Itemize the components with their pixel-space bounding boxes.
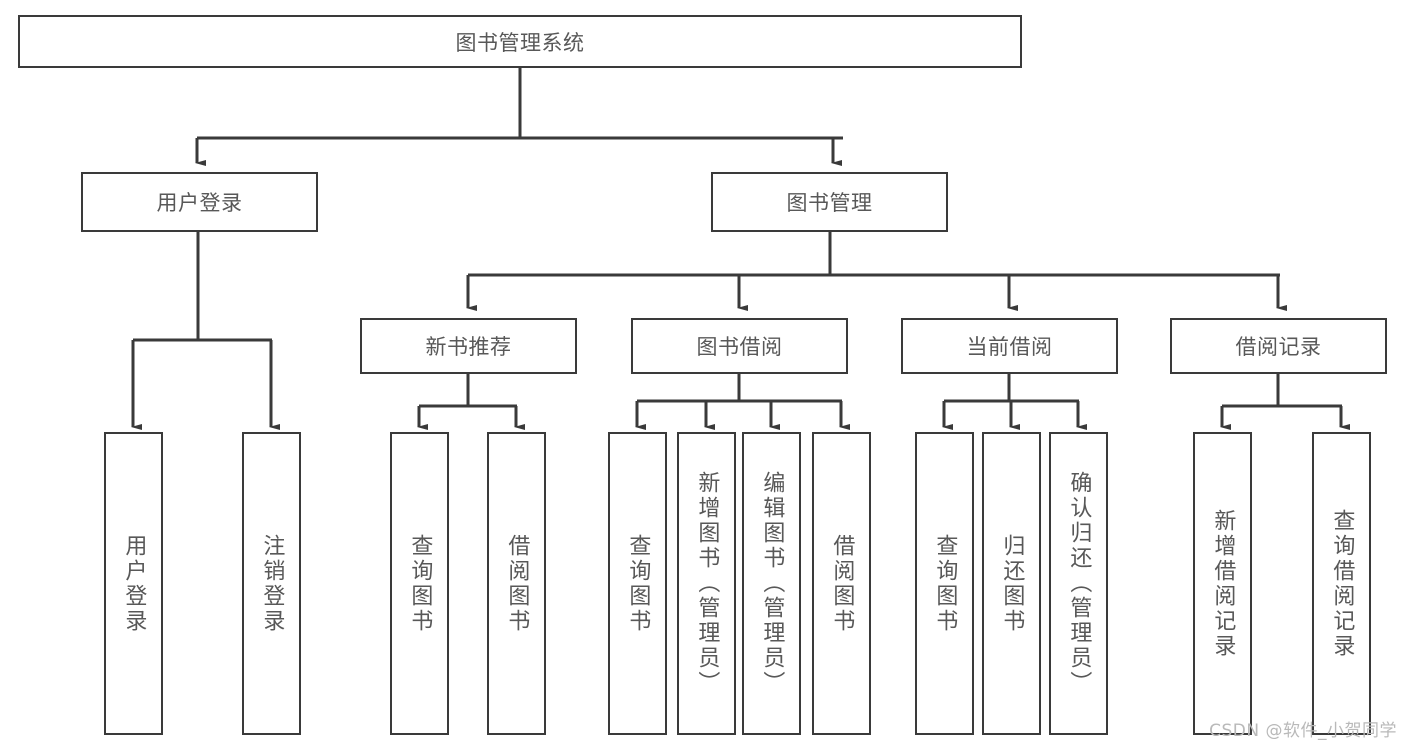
node-borrow-record[interactable]: 借阅记录 xyxy=(1170,318,1387,374)
leaf-add-book-label: 新增图书（管理员） xyxy=(694,471,720,696)
leaf-borrow-book-2-label: 借阅图书 xyxy=(829,533,855,634)
node-new-book-recommend[interactable]: 新书推荐 xyxy=(360,318,577,374)
node-borrow-record-label: 借阅记录 xyxy=(1235,335,1322,359)
leaf-borrow-book-1[interactable]: 借阅图书 xyxy=(487,432,546,735)
leaf-add-record-label: 新增借阅记录 xyxy=(1210,508,1236,659)
leaf-add-record[interactable]: 新增借阅记录 xyxy=(1193,432,1252,735)
leaf-query-book-3[interactable]: 查询图书 xyxy=(915,432,974,735)
leaf-query-book-3-label: 查询图书 xyxy=(932,533,958,634)
leaf-query-book-2[interactable]: 查询图书 xyxy=(608,432,667,735)
node-root[interactable]: 图书管理系统 xyxy=(18,15,1022,68)
node-book-borrow-label: 图书借阅 xyxy=(696,335,783,359)
node-root-label: 图书管理系统 xyxy=(455,30,585,55)
leaf-query-book-1[interactable]: 查询图书 xyxy=(390,432,449,735)
leaf-return-book-label: 归还图书 xyxy=(999,533,1025,634)
leaf-user-login-label: 用户登录 xyxy=(121,533,147,634)
leaf-confirm-return-label: 确认归还（管理员） xyxy=(1066,471,1092,696)
leaf-edit-book-label: 编辑图书（管理员） xyxy=(759,471,785,696)
leaf-confirm-return[interactable]: 确认归还（管理员） xyxy=(1049,432,1108,735)
node-user-login[interactable]: 用户登录 xyxy=(81,172,318,232)
leaf-borrow-book-1-label: 借阅图书 xyxy=(504,533,530,634)
leaf-query-book-1-label: 查询图书 xyxy=(407,533,433,634)
watermark: CSDN @软件_小贺同学 xyxy=(1209,721,1397,741)
leaf-query-record[interactable]: 查询借阅记录 xyxy=(1312,432,1371,735)
leaf-edit-book[interactable]: 编辑图书（管理员） xyxy=(742,432,801,735)
node-current-borrow[interactable]: 当前借阅 xyxy=(901,318,1118,374)
node-user-login-label: 用户登录 xyxy=(156,191,243,215)
leaf-return-book[interactable]: 归还图书 xyxy=(982,432,1041,735)
leaf-logout-login[interactable]: 注销登录 xyxy=(242,432,301,735)
leaf-query-book-2-label: 查询图书 xyxy=(625,533,651,634)
leaf-borrow-book-2[interactable]: 借阅图书 xyxy=(812,432,871,735)
leaf-add-book[interactable]: 新增图书（管理员） xyxy=(677,432,736,735)
node-book-manage-label: 图书管理 xyxy=(786,191,873,215)
leaf-logout-login-label: 注销登录 xyxy=(259,533,285,634)
node-book-borrow[interactable]: 图书借阅 xyxy=(631,318,848,374)
node-current-borrow-label: 当前借阅 xyxy=(966,335,1053,359)
leaf-query-record-label: 查询借阅记录 xyxy=(1329,508,1355,659)
node-book-manage[interactable]: 图书管理 xyxy=(711,172,948,232)
leaf-user-login[interactable]: 用户登录 xyxy=(104,432,163,735)
node-new-book-recommend-label: 新书推荐 xyxy=(425,335,512,359)
